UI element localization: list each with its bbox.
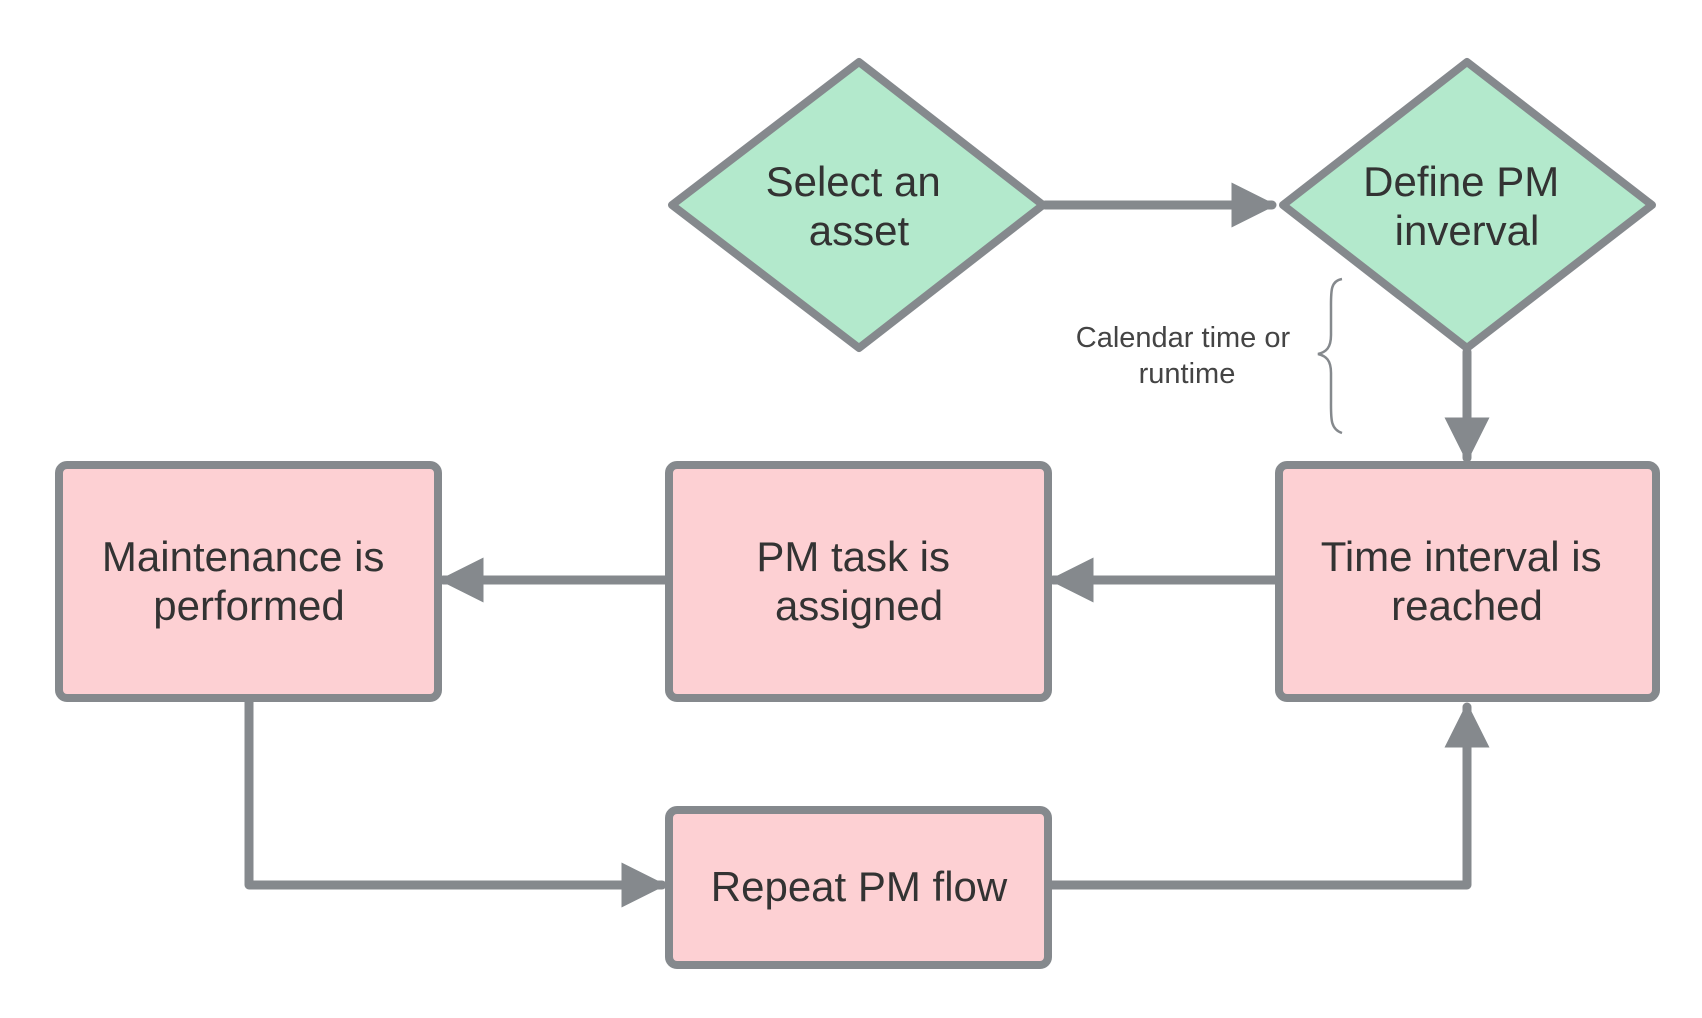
node-define-pm: Define PM inverval	[1279, 58, 1656, 352]
maintenance-line-2: performed	[153, 582, 344, 629]
edge-maintenance-to-repeat	[244, 693, 667, 908]
define-pm-diamond	[1279, 58, 1656, 352]
svg-text:Time interval is reached: Time interval is reached	[1321, 533, 1614, 629]
node-maintenance: Maintenance is performed	[55, 461, 442, 702]
node-select-asset: Select an asset	[668, 58, 1047, 352]
svg-text:Maintenance is performed: Maintenance is performed	[102, 533, 396, 629]
time-interval-line-1: Time interval is	[1321, 533, 1602, 580]
annotation-line-2: runtime	[1139, 358, 1236, 390]
select-asset-line-1: Select an	[766, 158, 941, 205]
svg-text:PM task is assigned: PM task is assigned	[756, 533, 961, 629]
interval-annotation: Calendar time or runtime	[1076, 277, 1343, 435]
pm-task-line-1: PM task is	[756, 533, 950, 580]
select-asset-line-2: asset	[809, 207, 910, 254]
repeat-box	[665, 806, 1052, 969]
select-asset-diamond	[668, 58, 1047, 352]
node-repeat: Repeat PM flow	[665, 806, 1052, 969]
annotation-line-1: Calendar time or	[1076, 322, 1291, 354]
time-interval-box	[1275, 461, 1660, 702]
connectors	[244, 182, 1490, 908]
svg-text:Repeat PM flow: Repeat PM flow	[711, 863, 1008, 910]
time-interval-line-2: reached	[1391, 582, 1543, 629]
pm-task-box	[665, 461, 1052, 702]
svg-text:Calendar time or runtime: Calendar time or runtime	[1076, 322, 1298, 390]
maintenance-box	[55, 461, 442, 702]
edge-repeat-to-time	[1042, 702, 1490, 890]
define-pm-line-2: inverval	[1395, 207, 1540, 254]
pm-task-line-2: assigned	[775, 582, 943, 629]
node-time-interval: Time interval is reached	[1275, 461, 1660, 702]
maintenance-line-1: Maintenance is	[102, 533, 385, 580]
curly-brace	[1317, 277, 1343, 435]
svg-text:Define PM inverval: Define PM inverval	[1363, 158, 1571, 254]
define-pm-line-1: Define PM	[1363, 158, 1559, 205]
repeat-line-1: Repeat PM flow	[711, 863, 1008, 910]
svg-text:Select an asset: Select an asset	[766, 158, 953, 254]
node-pm-task: PM task is assigned	[665, 461, 1052, 702]
